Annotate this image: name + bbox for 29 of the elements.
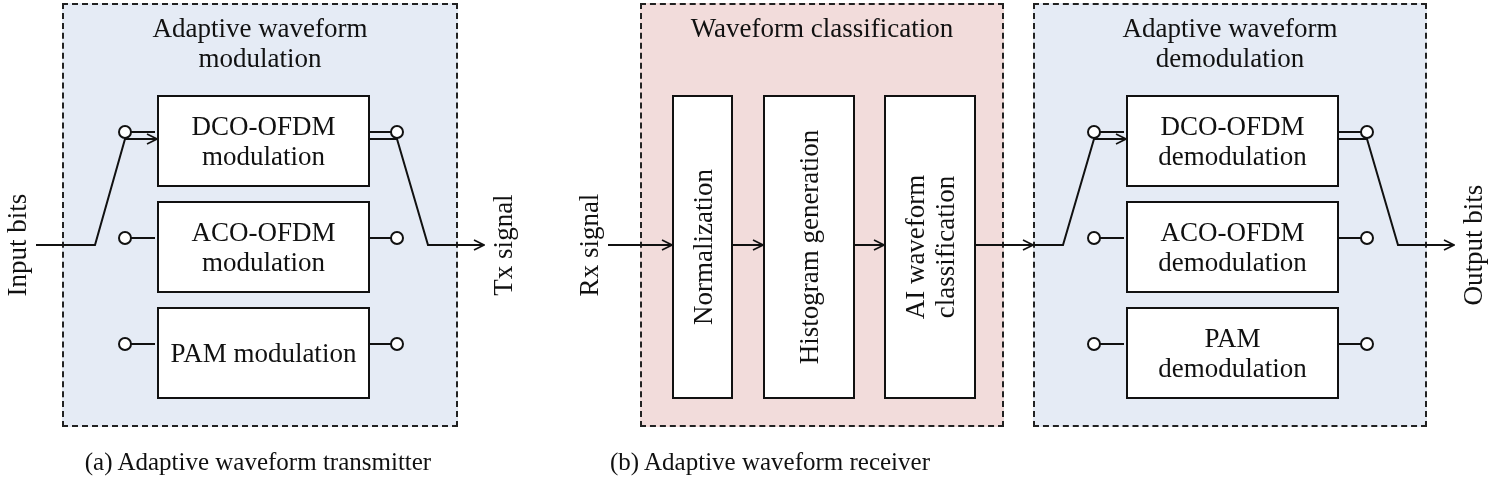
dashed-group-panel [640, 3, 1004, 427]
arrow [732, 239, 764, 251]
process-box: PAM demodulation [1126, 307, 1339, 399]
figure-caption: (a) Adaptive waveform transmitter [84, 448, 432, 476]
signal-label: Output bits [1458, 184, 1488, 306]
signal-label: Rx signal [574, 193, 604, 297]
signal-label: Input bits [2, 193, 32, 297]
signal-label: Tx signal [488, 194, 518, 296]
group-title: Adaptive waveform modulation [151, 13, 369, 73]
process-box: DCO-OFDM modulation [157, 95, 370, 187]
process-box: ACO-OFDM demodulation [1126, 201, 1339, 293]
process-box: ACO-OFDM modulation [157, 201, 370, 293]
arrow [975, 239, 1034, 251]
arrow [854, 239, 885, 251]
process-box: PAM modulation [157, 307, 370, 399]
arrow [607, 239, 673, 251]
process-box: DCO-OFDM demodulation [1126, 95, 1339, 187]
process-box: Normalization [672, 95, 733, 399]
process-box: AI waveform classification [884, 95, 976, 399]
arrow [1032, 133, 1127, 246]
dashed-group-panel [1033, 3, 1427, 427]
arrow [1338, 138, 1455, 251]
figure-caption: (b) Adaptive waveform receiver [610, 448, 930, 476]
dashed-group-panel [62, 3, 458, 427]
arrow [35, 133, 158, 246]
group-title: Adaptive waveform demodulation [1121, 13, 1339, 73]
group-title: Waveform classification [689, 13, 955, 43]
process-box: Histogram generation [763, 95, 855, 399]
arrow [369, 138, 485, 251]
